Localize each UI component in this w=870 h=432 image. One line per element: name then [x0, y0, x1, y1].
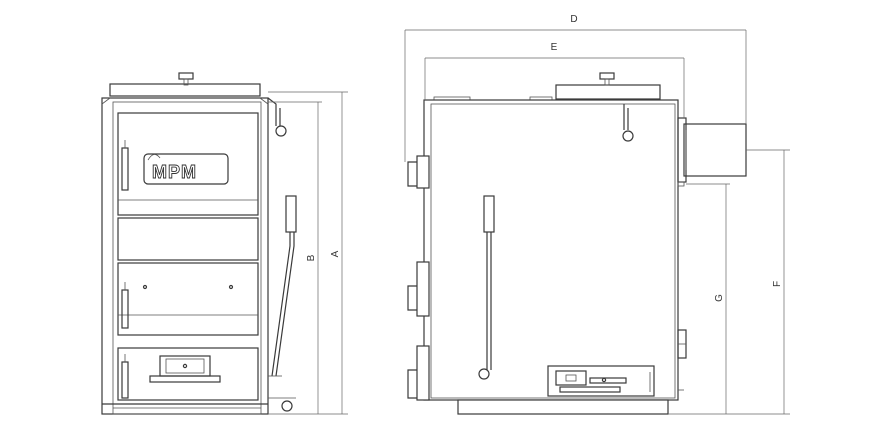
- dim-label-f: F: [772, 281, 783, 287]
- side-base: [457, 399, 669, 415]
- side-view: [407, 72, 747, 415]
- dim-label-d: D: [570, 14, 577, 25]
- front-body: [101, 97, 269, 415]
- dim-label-a: A: [330, 250, 341, 257]
- front-dimensions: B A: [268, 91, 348, 415]
- front-lower-door: [117, 347, 259, 401]
- front-side-pipe: [267, 97, 277, 126]
- side-dimensions: D E F G: [404, 14, 790, 415]
- front-middle-door: [117, 262, 259, 336]
- logo-text: MPM: [152, 162, 197, 182]
- front-top-cap: [109, 83, 261, 97]
- dim-label-g: G: [714, 294, 725, 302]
- front-top-knob: [178, 72, 194, 80]
- front-view: MPM: [101, 72, 297, 415]
- front-upper-door: [117, 112, 259, 216]
- dim-label-e: E: [551, 42, 558, 53]
- side-body: [423, 99, 679, 401]
- side-top-hood: [555, 84, 661, 100]
- dim-label-b: B: [306, 254, 317, 261]
- flue-box: [683, 123, 747, 177]
- front-side-lever: [285, 195, 297, 233]
- logo-plate: [143, 153, 229, 185]
- side-lever: [483, 195, 495, 233]
